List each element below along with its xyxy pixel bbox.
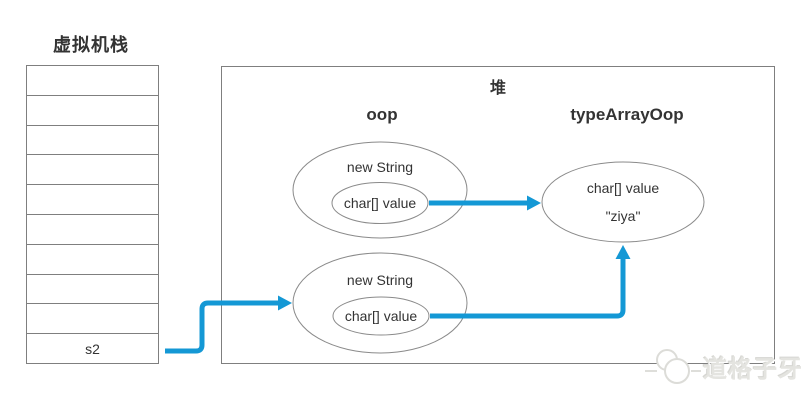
stack-frame-row: [27, 215, 158, 245]
stack-frame-row: [27, 304, 158, 335]
heap-title: 堆: [489, 80, 506, 97]
stack-title: 虚拟机栈: [53, 35, 129, 55]
watermark: 道格子牙: [645, 340, 804, 392]
stack-frame-row: [27, 126, 158, 156]
stack-frame-row: [27, 155, 158, 186]
watermark-text: 道格子牙: [703, 355, 803, 383]
oop-heading: oop: [366, 105, 398, 124]
stack-frame-row: [27, 66, 158, 96]
stack-frame-row: [27, 185, 158, 215]
stack-frame-row: [27, 245, 158, 275]
stack-frame-row-s2: s2: [85, 340, 100, 357]
watermark-face-icon: [645, 349, 701, 384]
stack-frame-row: [27, 275, 158, 305]
stack-frame-row: [27, 96, 158, 126]
type-array-oop-heading: typeArrayOop: [570, 105, 684, 124]
vm-stack-box: s2: [26, 65, 159, 364]
